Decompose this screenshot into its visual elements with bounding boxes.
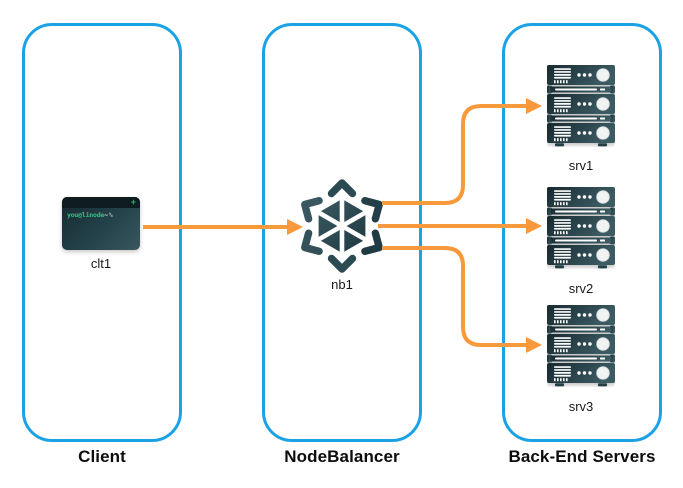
arrow-nb1-to-srv1 (382, 104, 527, 205)
server-node-label-srv3: srv3 (568, 399, 594, 414)
nodebalancer-node-label: nb1 (331, 277, 353, 292)
column-backend-box (502, 23, 662, 442)
nodebalancer-hub-icon (301, 179, 383, 273)
arrowhead-nb1 (287, 219, 303, 235)
arrowhead-srv2 (526, 218, 542, 234)
arrowhead-srv1 (526, 98, 542, 114)
terminal-titlebar: + (62, 197, 140, 208)
arrowhead-srv3 (526, 337, 542, 353)
prompt-symbol-text: % (108, 211, 113, 219)
client-terminal-icon: + you@linode~% (62, 197, 140, 250)
column-label-backend: Back-End Servers (508, 447, 656, 466)
column-label-client: Client (78, 447, 126, 466)
terminal-plus-icon: + (130, 197, 136, 207)
terminal-prompt: you@linode~% (62, 208, 140, 219)
arrow-nb1-to-srv3 (382, 246, 527, 347)
column-label-nodebalancer: NodeBalancer (284, 447, 400, 466)
column-nodebalancer-box (262, 23, 422, 442)
client-node-label: clt1 (90, 256, 112, 271)
server-node-label-srv2: srv2 (568, 281, 594, 296)
column-client-box (22, 23, 182, 442)
prompt-path-text: ~ (104, 211, 108, 219)
prompt-user-text: you@linode (67, 211, 105, 219)
server-node-label-srv1: srv1 (568, 158, 594, 173)
